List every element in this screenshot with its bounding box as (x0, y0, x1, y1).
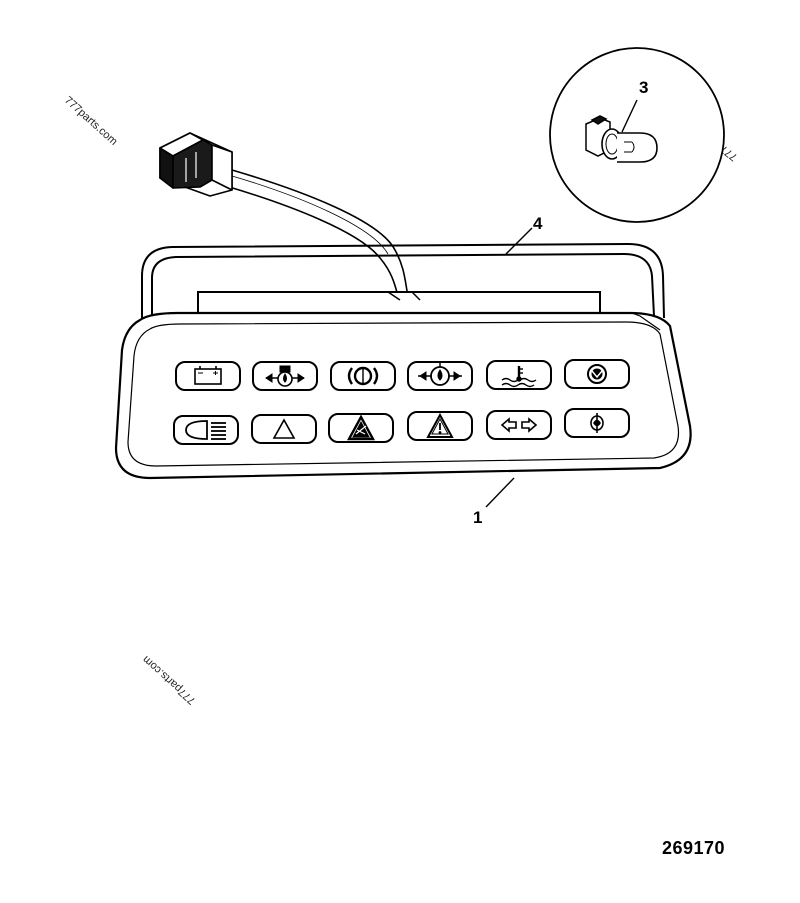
hazard-icon (272, 418, 296, 439)
bulb-detail-view (549, 47, 725, 223)
lamp-headlight-main-beam (173, 415, 239, 445)
bulb-leader-line (621, 99, 638, 133)
lamp-general-warning (407, 411, 473, 441)
master-warning-icon (346, 414, 376, 441)
lamp-master-warning (328, 413, 394, 443)
lamp-park-brake (330, 361, 396, 391)
engine-oil-pressure-icon (265, 365, 305, 387)
lamp-transmission-oil-pressure (407, 361, 473, 391)
connector-plug (159, 132, 233, 197)
park-brake-icon (347, 366, 379, 386)
battery-charge-icon (194, 366, 222, 385)
callout-bulb: 3 (639, 78, 648, 97)
lamp-turn-indicators (486, 410, 552, 440)
watermark-lower-left: 777parts.com (140, 653, 198, 707)
callout-harness-leader (505, 227, 533, 255)
coolant-temperature-icon (501, 366, 537, 388)
general-warning-icon (426, 412, 454, 438)
watermark-top-left: 777parts.com (62, 94, 120, 148)
warning-light-panel (114, 311, 692, 480)
lamp-engine-oil-pressure (252, 361, 318, 391)
callout-panel-leader (485, 477, 515, 508)
wiring-harness (225, 169, 409, 297)
drawing-number: 269170 (662, 838, 726, 858)
lamp-air-filter (564, 359, 630, 389)
turn-indicators-icon (500, 417, 538, 433)
bulb-icon (601, 128, 658, 163)
callout-panel: 1 (473, 508, 482, 527)
lamp-hydraulic-filter (564, 408, 630, 438)
lamp-battery-charge (175, 361, 241, 391)
air-filter-icon (587, 364, 607, 384)
lamp-coolant-temperature (486, 360, 552, 390)
headlight-main-beam-icon (185, 420, 226, 440)
hydraulic-filter-icon (590, 413, 604, 433)
lamp-hazard (251, 414, 317, 444)
callout-harness: 4 (533, 214, 543, 233)
transmission-oil-pressure-icon (418, 363, 462, 386)
